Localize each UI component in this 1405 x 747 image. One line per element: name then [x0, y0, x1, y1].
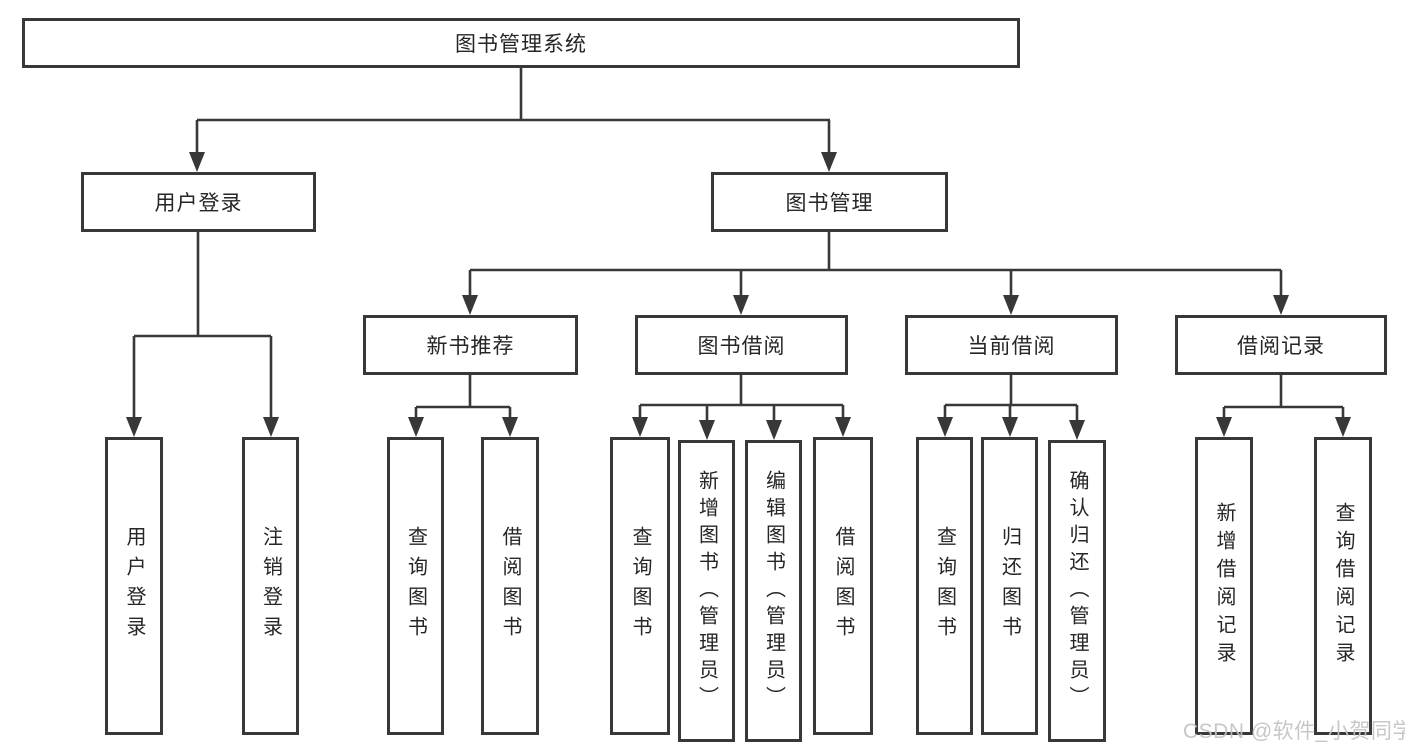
connector-borrow-records	[1222, 375, 1345, 418]
node-root-library-system: 图书管理系统	[22, 18, 1020, 68]
connector-book-management	[468, 232, 1283, 296]
leaf-query-books-borrow: 查询图书	[610, 437, 670, 735]
connector-user-login	[132, 232, 273, 418]
node-user-login: 用户登录	[81, 172, 316, 232]
leaf-query-borrow-record: 查询借阅记录	[1314, 437, 1372, 735]
leaf-user-login: 用户登录	[105, 437, 163, 735]
leaf-add-borrow-record: 新增借阅记录	[1195, 437, 1253, 735]
leaf-add-book-admin: 新增图书（管理员）	[678, 440, 735, 742]
arrowheads	[126, 152, 1351, 440]
leaf-query-books-current: 查询图书	[916, 437, 973, 735]
node-new-book-recommend: 新书推荐	[363, 315, 578, 375]
leaf-edit-book-admin: 编辑图书（管理员）	[745, 440, 802, 742]
node-current-borrow: 当前借阅	[905, 315, 1118, 375]
leaf-query-books-recommend: 查询图书	[387, 437, 444, 735]
node-borrow-records: 借阅记录	[1175, 315, 1387, 375]
leaf-borrow-books: 借阅图书	[813, 437, 873, 735]
leaf-confirm-return-admin: 确认归还（管理员）	[1048, 440, 1106, 742]
node-book-borrow: 图书借阅	[635, 315, 848, 375]
leaf-return-book: 归还图书	[981, 437, 1038, 735]
connector-current-borrow	[943, 375, 1079, 421]
node-book-management: 图书管理	[711, 172, 948, 232]
connector-book-borrow	[638, 375, 845, 421]
watermark: CSDN @软件_小贺同学	[1183, 720, 1405, 743]
leaf-borrow-books-recommend: 借阅图书	[481, 437, 539, 735]
connector-new-book	[414, 375, 512, 418]
leaf-logout: 注销登录	[242, 437, 299, 735]
